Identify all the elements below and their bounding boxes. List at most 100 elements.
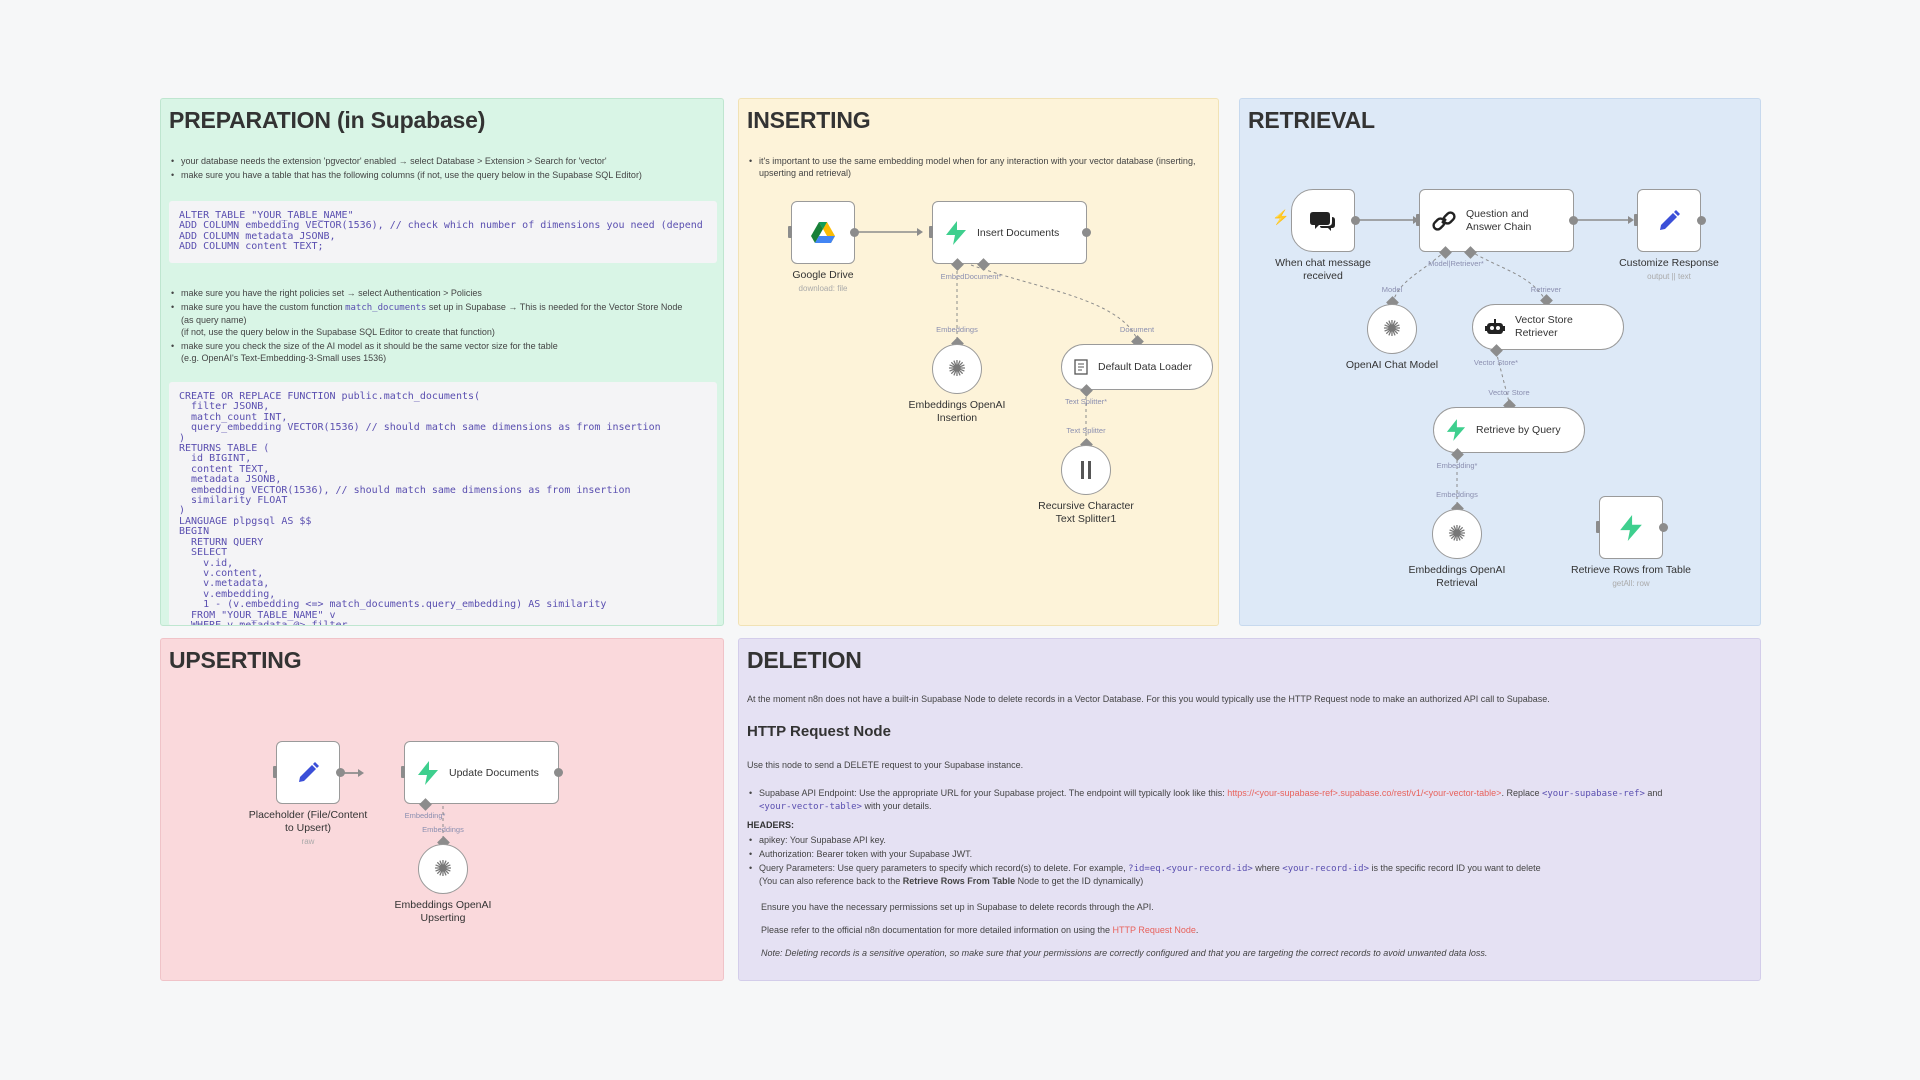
- create-function-code: CREATE OR REPLACE FUNCTION public.match_…: [169, 382, 717, 625]
- note-custom-function: make sure you have the custom function m…: [167, 301, 717, 338]
- customize-response-node[interactable]: [1637, 189, 1701, 252]
- preparation-notes-top: your database needs the extension 'pgvec…: [167, 155, 717, 183]
- customize-response-input[interactable]: [1634, 214, 1638, 226]
- retrieval-title: RETRIEVAL: [1248, 107, 1375, 133]
- inserting-notes: it's important to use the same embedding…: [745, 155, 1205, 181]
- upserting-wires: [311, 769, 444, 843]
- google-drive-sub: download: file: [798, 284, 848, 293]
- insert-documents-input[interactable]: [929, 226, 933, 238]
- customize-response-label: Customize Response: [1619, 257, 1719, 269]
- insert-documents-node[interactable]: Insert Documents: [932, 201, 1087, 264]
- deletion-refer: Please refer to the official n8n documen…: [761, 925, 1199, 935]
- header-authorization: Authorization: Bearer token with your Su…: [745, 848, 1750, 860]
- customize-response-output[interactable]: [1697, 216, 1706, 225]
- insert-documents-label: Insert Documents: [977, 226, 1060, 239]
- robot-icon: [1485, 319, 1505, 334]
- upsert-embedding-star-label: Embedding*: [404, 811, 446, 820]
- update-documents-input[interactable]: [401, 766, 405, 778]
- embed-document-port-label: EmbedDocument*: [940, 272, 1002, 281]
- insert-documents-output[interactable]: [1082, 228, 1091, 237]
- chat-trigger-node[interactable]: [1291, 189, 1355, 252]
- placeholder-input[interactable]: [273, 766, 277, 778]
- embeddings-openai-insertion-node[interactable]: ✺: [932, 344, 982, 394]
- upserting-title: UPSERTING: [169, 647, 302, 673]
- preparation-panel: PREPARATION (in Supabase) your database …: [160, 98, 724, 626]
- openai-chat-model-node[interactable]: ✺: [1367, 304, 1417, 354]
- note-table-columns: make sure you have a table that has the …: [167, 169, 717, 181]
- deletion-intro: At the moment n8n does not have a built-…: [747, 694, 1550, 704]
- update-documents-node[interactable]: Update Documents: [404, 741, 559, 804]
- note-policies: make sure you have the right policies se…: [167, 287, 717, 299]
- google-drive-input[interactable]: [788, 226, 792, 238]
- note-api-endpoint: Supabase API Endpoint: Use the appropria…: [745, 787, 1750, 813]
- retrieve-rows-node[interactable]: [1599, 496, 1663, 559]
- embeddings-openai-upserting-node[interactable]: ✺: [418, 844, 468, 894]
- alter-table-code: ALTER TABLE "YOUR_TABLE_NAME" ADD COLUMN…: [169, 201, 717, 263]
- http-request-node-link[interactable]: HTTP Request Node: [1112, 925, 1196, 935]
- retrieve-rows-sub: getAll: row: [1612, 579, 1650, 588]
- update-documents-output[interactable]: [554, 768, 563, 777]
- deletion-title: DELETION: [747, 647, 862, 673]
- document-icon: [1074, 359, 1088, 375]
- deletion-headers-list: apikey: Your Supabase API key. Authoriza…: [745, 834, 1750, 889]
- vector-store-star-label: Vector Store*: [1473, 358, 1519, 367]
- qa-chain-input[interactable]: [1416, 214, 1420, 226]
- chat-model-label: OpenAI Chat Model: [1345, 359, 1439, 371]
- chat-bubbles-icon: [1310, 211, 1335, 231]
- openai-icon: ✺: [433, 856, 453, 881]
- google-drive-label: Google Drive: [792, 269, 854, 281]
- chain-link-icon: [1432, 210, 1456, 231]
- deletion-permissions: Ensure you have the necessary permission…: [761, 902, 1154, 912]
- retrieve-rows-output[interactable]: [1659, 523, 1668, 532]
- retriever-port-label: Retriever: [1530, 285, 1562, 294]
- endpoint-url-link[interactable]: https://<your-supabase-ref>.supabase.co/…: [1227, 788, 1502, 798]
- loader-label: Default Data Loader: [1098, 361, 1192, 373]
- google-drive-output[interactable]: [850, 228, 859, 237]
- upsert-embeddings-label: Embeddings: [422, 825, 464, 834]
- header-query-params: Query Parameters: Use query parameters t…: [745, 862, 1750, 887]
- pencil-icon: [1660, 209, 1680, 230]
- header-apikey: apikey: Your Supabase API key.: [745, 834, 1750, 846]
- preparation-notes-mid: make sure you have the right policies se…: [167, 287, 717, 366]
- inserting-title: INSERTING: [747, 107, 871, 133]
- note-model-size: make sure you check the size of the AI m…: [167, 340, 717, 364]
- supabase-bolt-icon: [946, 220, 966, 245]
- inserting-panel: INSERTING it's important to use the same…: [738, 98, 1219, 626]
- pencil-icon: [299, 761, 319, 782]
- chat-trigger-output[interactable]: [1351, 216, 1360, 225]
- deletion-endpoint-list: Supabase API Endpoint: Use the appropria…: [745, 787, 1750, 815]
- vector-store-port-label: Vector Store: [1488, 388, 1530, 397]
- note-same-embedding-model: it's important to use the same embedding…: [745, 155, 1205, 179]
- retrieve-by-query-node[interactable]: Retrieve by Query: [1433, 407, 1585, 453]
- google-drive-icon: [811, 221, 835, 243]
- recursive-text-splitter-node[interactable]: [1061, 445, 1111, 495]
- update-documents-label: Update Documents: [449, 766, 539, 779]
- default-data-loader-node[interactable]: Default Data Loader: [1061, 344, 1213, 390]
- retrieve-rows-input[interactable]: [1596, 521, 1600, 533]
- deletion-use-text: Use this node to send a DELETE request t…: [747, 760, 1024, 770]
- deletion-note: Note: Deleting records is a sensitive op…: [761, 948, 1488, 958]
- embedding-star-label: Embedding*: [1436, 461, 1478, 470]
- text-splitter-label: Text Splitter: [1066, 426, 1106, 435]
- google-drive-node[interactable]: [791, 201, 855, 264]
- placeholder-node[interactable]: [276, 741, 340, 804]
- deletion-panel: DELETION At the moment n8n does not have…: [738, 638, 1761, 981]
- model-retriever-port-label: Model|Retriever*: [1428, 259, 1484, 268]
- placeholder-output[interactable]: [336, 768, 345, 777]
- embeddings-port-label: Embeddings: [936, 325, 978, 334]
- text-splitter-star-label: Text Splitter*: [1064, 397, 1108, 406]
- supabase-bolt-icon: [1446, 419, 1466, 441]
- qa-chain-output[interactable]: [1569, 216, 1578, 225]
- headers-label: HEADERS:: [747, 820, 795, 830]
- note-pgvector: your database needs the extension 'pgvec…: [167, 155, 717, 167]
- supabase-bolt-icon: [418, 760, 438, 785]
- embeddings-openai-retrieval-node[interactable]: ✺: [1432, 509, 1482, 559]
